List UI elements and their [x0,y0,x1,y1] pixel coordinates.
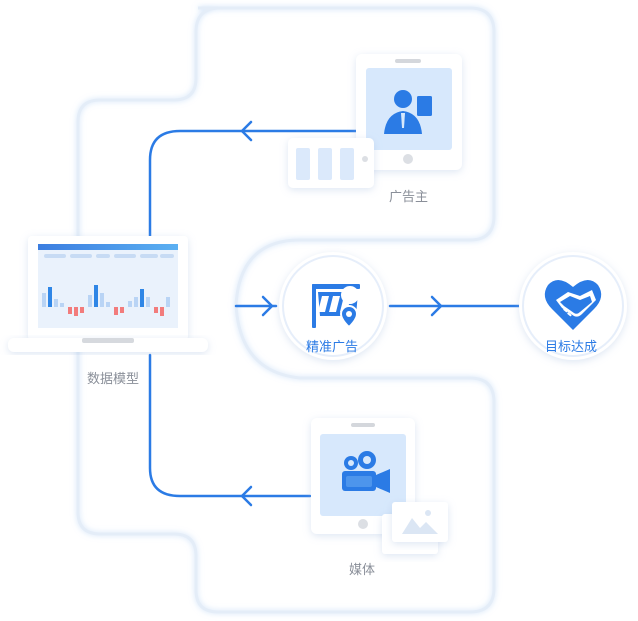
goal-label: 目标达成 [545,340,598,355]
mini-bar-chart [42,285,170,316]
arrow-head-icon [240,485,253,507]
mini-bar [48,287,52,307]
arrow-heads [240,120,443,507]
mini-bar [54,299,58,307]
mini-bar [74,307,78,316]
media-device [311,418,448,554]
mini-bar [42,293,46,307]
signboard-pin-icon [312,284,360,329]
mini-bar [154,307,158,313]
video-camera-icon [342,451,390,493]
mini-bar [68,307,72,314]
image-icon [402,518,438,534]
mini-bar [166,297,170,307]
handshake-heart-icon [544,279,602,330]
mini-bar [100,293,104,307]
background-frame [76,6,496,614]
data-model-laptop [8,236,208,352]
precision-ads-node [279,252,387,360]
arrow-head-icon [261,295,274,317]
connector-to-advertiser [148,129,360,238]
data-model-label: 数据模型 [87,372,140,387]
mini-bar [88,295,92,307]
advertiser-device [288,54,462,188]
arrow-head-icon [240,120,253,142]
media-label: 媒体 [349,563,376,578]
arrow-head-icon [430,295,443,317]
image-card [382,502,448,554]
mini-bar [146,297,150,307]
advertiser-label: 广告主 [389,190,429,205]
mini-bar [120,307,124,313]
overlay-panel [288,138,374,188]
mini-bar [114,307,118,315]
mini-bar [80,307,84,313]
mini-bar [160,307,164,316]
mini-bar [60,303,64,307]
mini-bar [94,285,98,307]
mini-bar [106,302,110,307]
person-icon [384,90,432,134]
goal-node [519,252,627,360]
connector-lines [148,129,522,498]
precision-ads-label: 精准广告 [306,340,359,355]
mini-bar [128,301,132,307]
mini-bar [134,297,138,307]
mini-bar [140,289,144,307]
connector-to-media [148,353,312,498]
